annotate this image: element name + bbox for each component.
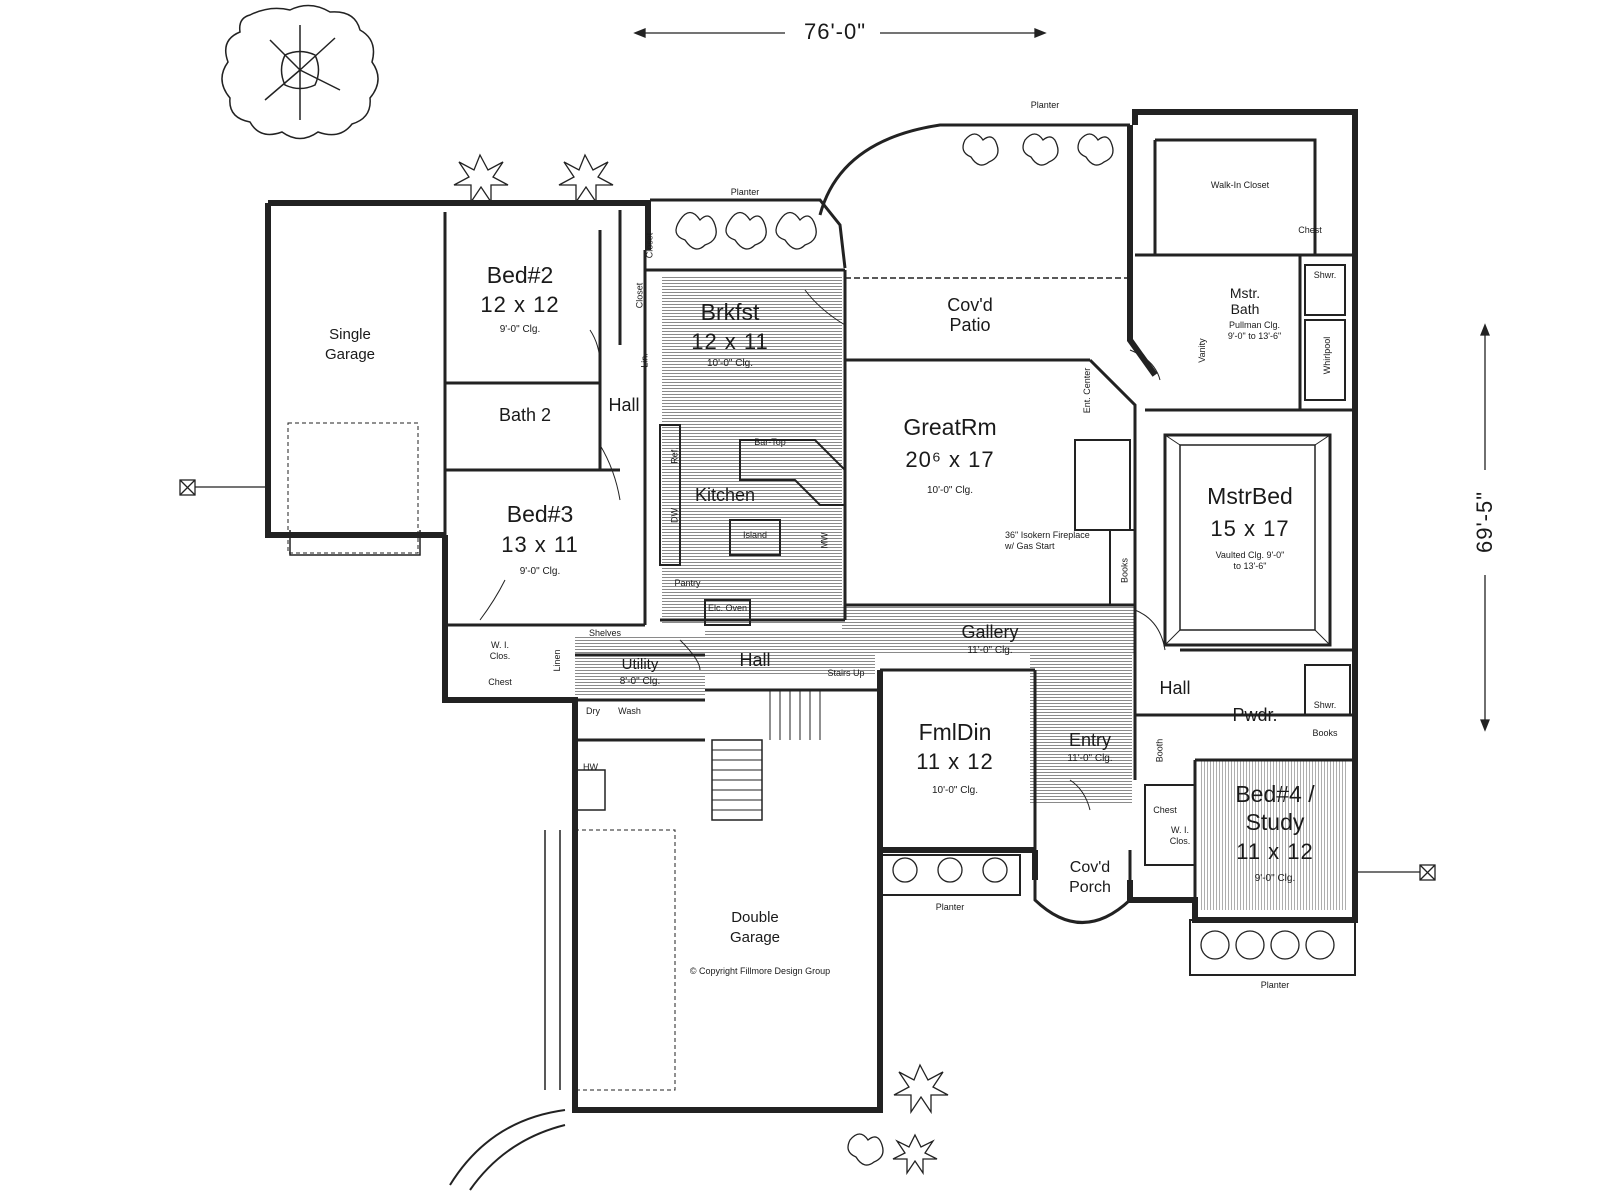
booth-label: Booth [1154,738,1165,763]
wi-clos-bed4-label: W. I. Clos. [1169,825,1191,846]
room-bed3-size: 13 x 11 [501,532,579,557]
closet-b2a-label: Closet [634,282,645,309]
room-bed2-name: Bed#2 [486,262,554,288]
room-bed3-name: Bed#3 [506,501,574,527]
books-bed4-label: Books [1312,728,1338,738]
books-gr-label: Books [1119,558,1130,584]
room-mstr-bath-name: Mstr. Bath [1229,285,1261,317]
planter-brkfst-label: Planter [730,187,760,197]
shwr-pwdr-label: Shwr. [1313,700,1337,710]
room-great-rm-size: 20⁶ x 17 [905,447,995,472]
room-covd-porch-name: Cov'd Porch [1069,859,1111,896]
room-great-rm-name: GreatRm [903,414,997,440]
chest-label: Chest [488,677,512,687]
room-fml-din-size: 11 x 12 [916,749,994,774]
room-walk-in-closet-name: Walk-In Closet [1210,180,1270,190]
room-brkfst-size: 12 x 11 [691,329,769,354]
room-bed3-ceiling: 9'-0" Clg. [519,566,561,577]
room-mstr-bed-name: MstrBed [1207,483,1293,509]
room-covd-patio-name: Cov'd Patio [947,295,993,335]
room-utility-name: Utility [621,656,659,673]
vanity-label: Vanity [1197,338,1207,363]
room-double-garage-name: Double Garage [729,909,781,946]
room-gallery-name: Gallery [961,622,1019,642]
planter-plant-icons [453,133,1335,1176]
dry-label: Dry [586,706,600,716]
room-bed4-size: 11 x 12 [1236,839,1314,864]
room-bath2-name: Bath 2 [498,405,552,425]
linen-hall-label: Lin. [639,353,650,368]
room-brkfst-name: Brkfst [700,299,760,325]
room-island-label: Island [742,530,768,540]
closet-b2b-label: Closet [644,232,655,259]
ent-center-label: Ent. Center [1082,367,1092,414]
room-bar-top-label: Bar-Top [754,437,786,447]
stairs-up-label: Stairs Up [827,668,865,678]
room-entry-name: Entry [1068,730,1111,750]
room-bed2-size: 12 x 12 [480,292,560,317]
room-pantry-label: Pantry [674,578,701,588]
fireplace-note: 36" Isokern Fireplace w/ Gas Start [1005,530,1090,551]
room-entry-ceiling: 11'-0" Clg. [1067,753,1113,764]
width-dimension-line [633,28,1047,38]
room-mstr-bath-ceiling: Pullman Clg. 9'-0" to 13'-6" [1227,320,1282,341]
room-bed4-name: Bed#4 / Study [1235,781,1315,835]
room-bed4-ceiling: 9'-0" Clg. [1254,873,1296,884]
room-great-rm-ceiling: 10'-0" Clg. [926,485,974,496]
room-bed2-ceiling: 9'-0" Clg. [499,324,541,335]
overall-width: 76'-0" [803,19,867,44]
whirlpool-label: Whirlpool [1322,336,1332,375]
chest-mstr-label: Chest [1298,225,1322,235]
ref-label: Ref. [669,447,680,464]
interior-walls [287,123,1356,1191]
chest-bed4-label: Chest [1153,805,1177,815]
room-mstr-bed-ceiling: Vaulted Clg. 9'-0" to 13'-6" [1215,550,1285,571]
planter-fmldin-label: Planter [935,902,965,912]
room-elec-oven-label: Elc. Oven [707,603,747,613]
room-hall-west-name: Hall [608,395,640,415]
dw-label: DW [669,508,680,523]
hw-label: HW [583,762,598,772]
room-hall-east-name: Hall [1159,678,1191,698]
room-fml-din-ceiling: 10'-0" Clg. [931,785,979,796]
planter-bed4-label: Planter [1260,980,1290,990]
planter-top-label: Planter [1030,100,1060,110]
wi-clos-label: W. I. Clos. [489,640,511,661]
linen-util-label: Linen [552,649,562,672]
room-mstr-bed-size: 15 x 17 [1210,516,1290,541]
door-swings [479,289,1166,811]
room-pwdr-name: Pwdr. [1232,705,1278,725]
overall-depth: 69'-5" [1472,490,1497,554]
floor-hatching [575,275,1348,910]
mw-label: MW [819,532,830,549]
shelves-label: Shelves [588,628,622,638]
room-hall-center-name: Hall [739,650,771,670]
room-brkfst-ceiling: 10'-0" Clg. [706,358,754,369]
room-gallery-ceiling: 11'-0" Clg. [967,645,1013,656]
depth-dimension-line [1480,323,1490,732]
tree-icon [221,4,379,140]
room-single-garage-name: Single Garage [324,326,376,363]
wash-label: Wash [618,706,641,716]
room-kitchen-name: Kitchen [694,485,756,505]
room-utility-ceiling: 8'-0" Clg. [619,676,661,687]
post-lamp-icons [179,479,1436,881]
room-fml-din-name: FmlDin [918,719,992,745]
copyright-note: © Copyright Fillmore Design Group [689,966,831,976]
shwr-mstr-label: Shwr. [1313,270,1337,280]
